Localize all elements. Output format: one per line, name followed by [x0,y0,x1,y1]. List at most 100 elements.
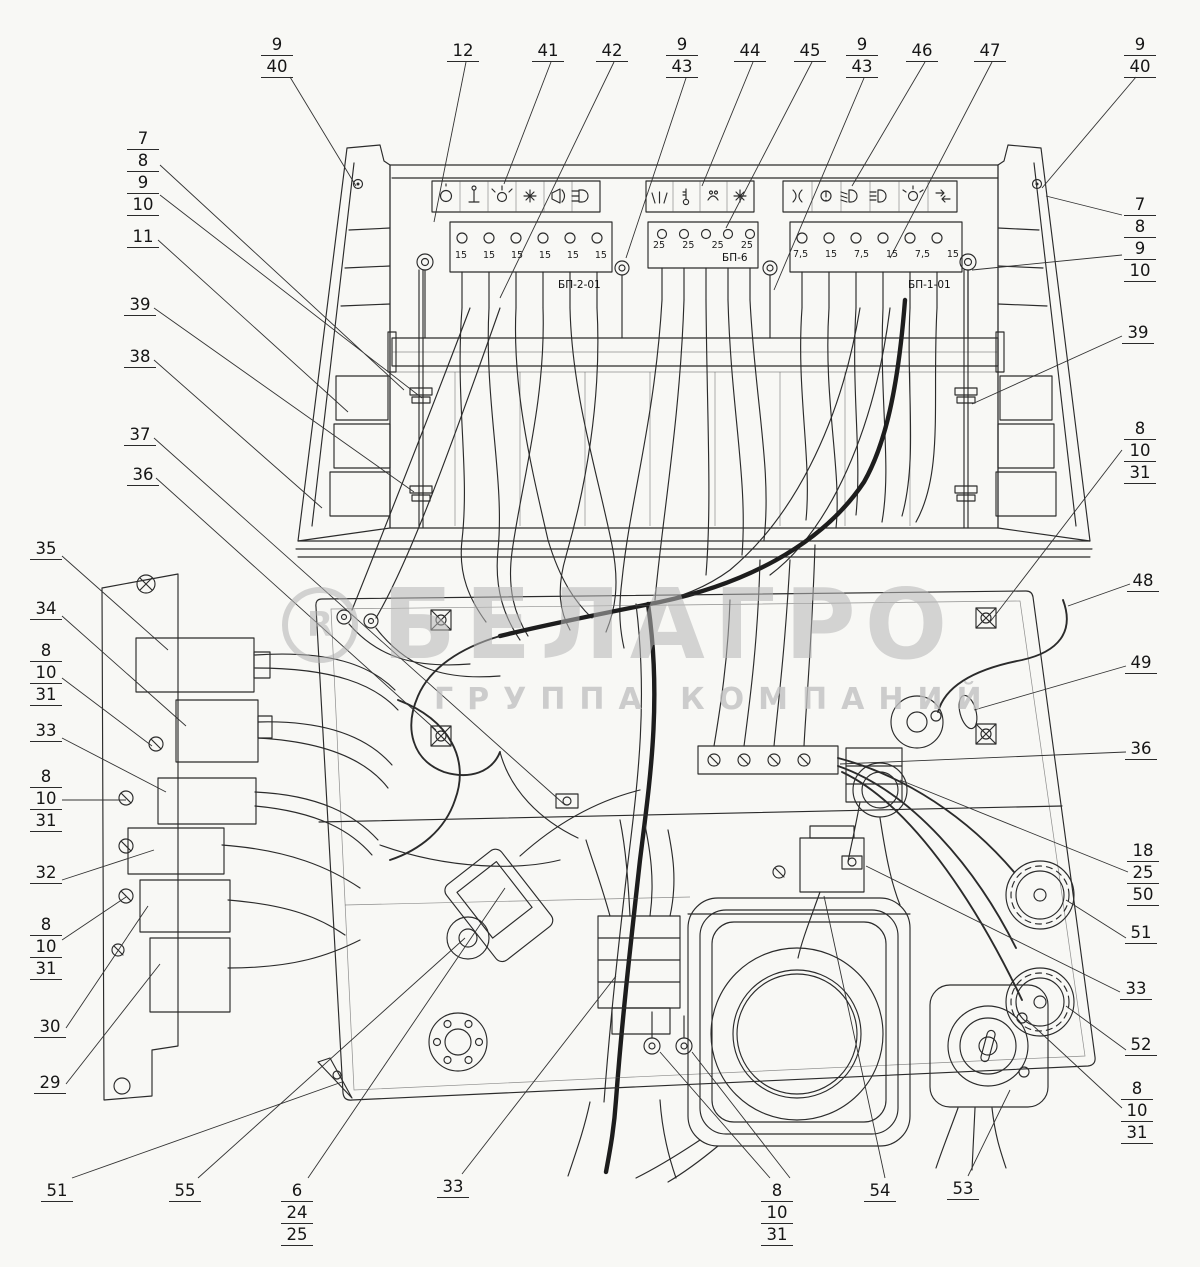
top-wiring-harness [351,297,938,1179]
callout-number: 46 [906,40,938,62]
callout-number: 51 [1125,922,1157,944]
callout-number: 42 [596,40,628,62]
callout-51-right: 51 [1125,922,1157,944]
callout-number: 10 [30,788,62,810]
callout-number: 25 [1127,862,1159,884]
callout-45: 45 [794,40,826,62]
callout-number: 40 [1124,56,1156,78]
callout-number: 9 [127,172,159,194]
callout-35: 35 [30,538,62,560]
relay-29 [149,937,231,1013]
callout-number: 12 [447,40,479,62]
callout-30: 30 [34,1016,66,1038]
callout-33-bottom: 33 [437,1176,469,1198]
round-connector-51 [1005,860,1075,930]
callout-number: 25 [653,240,666,251]
callout-number: 36 [127,464,159,486]
callout-52: 52 [1125,1034,1157,1056]
terminal-strip [697,544,839,775]
mounting-studs [416,253,977,339]
callout-number: 7 [1124,194,1156,216]
callout-number: 8 [1121,1078,1153,1100]
callout-number: 8 [1124,216,1156,238]
fuse-block-right [789,221,963,309]
lower-plate-assembly [101,544,1096,1183]
callout-number: 7,5 [853,249,870,260]
callout-number: 11 [127,226,159,248]
callout-46: 46 [906,40,938,62]
angled-connector [444,789,641,963]
ignition-switch [929,984,1049,1171]
callout-number: 10 [127,194,159,216]
callout-number: 10 [30,662,62,684]
callout-number: 43 [846,56,878,78]
callout-number: 45 [794,40,826,62]
callout-number: 54 [864,1180,896,1202]
callout-37: 37 [124,424,156,446]
callout-number: 7,5 [793,249,809,260]
relay-34 [175,699,273,763]
callout-33-right: 33 [1120,978,1152,1000]
callout-42: 42 [596,40,628,62]
callout-44: 44 [734,40,766,62]
callout-number: 39 [1122,322,1154,344]
callout-number: 31 [1124,462,1156,484]
callout-number: 8 [30,640,62,662]
callout-number: 34 [30,598,62,620]
callout-number: 9 [1124,34,1156,56]
right-side-frame [995,144,1091,542]
round-connector-52 [1005,967,1075,1037]
speaker-housing [635,897,911,1183]
flange-hole [428,1012,488,1072]
callout-number: 15 [946,249,959,260]
callout-number: 15 [594,250,607,261]
callout-11: 11 [127,226,159,248]
callout-number: 40 [261,56,293,78]
callout-number: 8 [30,766,62,788]
block-label-left: БП-2-01 [558,279,601,291]
callout-number: 35 [30,538,62,560]
relay-32 [127,827,225,875]
leader-lines [61,61,1137,1179]
indicator-bulbs [336,609,501,678]
fuse-block-middle [647,221,759,301]
callout-number: 9 [1124,238,1156,260]
callout-number: 33 [30,720,62,742]
callout-33-left: 33 [30,720,62,742]
pictogram-icon [439,183,589,204]
top-panel-assembly [295,144,1093,558]
callout-number: 33 [1120,978,1152,1000]
callout-number: 15 [510,250,524,261]
callout-number: 29 [34,1072,66,1094]
callout-number: 18 [1127,840,1159,862]
indicator-pictogram-strip-left [431,180,601,213]
relay-33 [157,777,257,825]
callout-12: 12 [447,40,479,62]
callout-number: 15 [566,250,579,261]
callout-38: 38 [124,346,156,368]
callout-39-left: 39 [124,294,156,316]
callout-number: 47 [974,40,1006,62]
relay-54 [797,825,865,959]
callout-number: 44 [734,40,766,62]
callout-number: 7 [127,128,159,150]
callout-number: 15 [824,249,838,260]
callout-number: 52 [1125,1034,1157,1056]
callout-51-bottom-left: 51 [41,1180,73,1202]
callout-number: 53 [947,1178,979,1200]
callout-number: 33 [437,1176,469,1198]
callout-number: 43 [666,56,698,78]
callout-number: 31 [30,684,62,706]
callout-number: 9 [846,34,878,56]
